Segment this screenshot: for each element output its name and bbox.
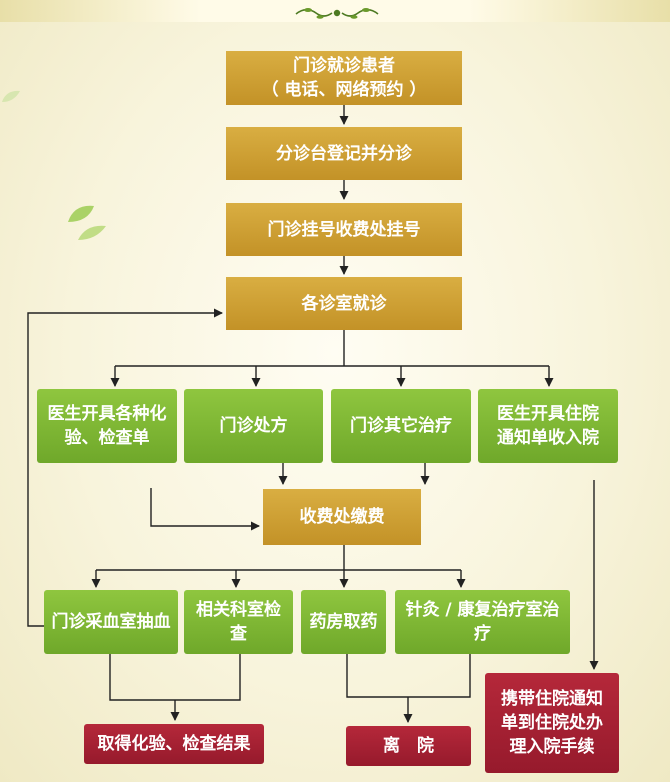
floral-ornament-icon <box>295 8 379 19</box>
appointment-method-label: （ 电话、网络预约 ） <box>261 80 427 100</box>
department-exam-label: 相关科室检查 <box>196 600 281 644</box>
lab-order-box: 医生开具各种化 验、检查单 <box>37 389 177 463</box>
decorative-leaf-icon <box>68 205 106 240</box>
pharmacy-label: 药房取药 <box>309 612 378 632</box>
triage-registration-box: 分诊台登记并分诊 <box>226 127 462 180</box>
admission-procedure-box: 携带住院通知 单到住院处办 理入院手续 <box>485 673 619 773</box>
consultation-room-label: 各诊室就诊 <box>301 293 387 314</box>
discharge-box: 离 院 <box>346 726 471 766</box>
triage-registration-label: 分诊台登记并分诊 <box>276 143 412 164</box>
prescription-box: 门诊处方 <box>184 389 323 463</box>
lab-results-box: 取得化验、检查结果 <box>84 724 264 764</box>
lab-order-label-line1: 医生开具各种化 <box>47 404 167 424</box>
admission-notice-box: 医生开具住院 通知单收入院 <box>478 389 618 463</box>
admission-procedure-label-line2: 单到住院处办 <box>501 713 603 733</box>
admission-procedure-label-line1: 携带住院通知 <box>501 689 603 709</box>
other-treatment-box: 门诊其它治疗 <box>331 389 471 463</box>
acupuncture-rehab-label: 针灸 / 康复治疗室治疗 <box>405 600 560 644</box>
outpatient-patient-label: 门诊就诊患者 <box>293 56 395 76</box>
pharmacy-box: 药房取药 <box>301 590 386 654</box>
outpatient-patient-box: 门诊就诊患者 （ 电话、网络预约 ） <box>226 51 462 105</box>
acupuncture-rehab-box: 针灸 / 康复治疗室治疗 <box>395 590 570 654</box>
decorative-leaf-icon <box>2 90 20 102</box>
admission-notice-label-line2: 通知单收入院 <box>497 428 599 448</box>
blood-draw-label: 门诊采血室抽血 <box>51 612 171 632</box>
admission-procedure-label-line3: 理入院手续 <box>509 737 595 757</box>
lab-order-label-line2: 验、检查单 <box>64 428 150 448</box>
consultation-room-box: 各诊室就诊 <box>226 277 462 330</box>
department-exam-box: 相关科室检查 <box>184 590 293 654</box>
lab-results-label: 取得化验、检查结果 <box>97 734 251 754</box>
admission-notice-label-line1: 医生开具住院 <box>497 404 599 424</box>
blood-draw-box: 门诊采血室抽血 <box>44 590 178 654</box>
other-treatment-label: 门诊其它治疗 <box>350 416 452 436</box>
registration-fee-label: 门诊挂号收费处挂号 <box>267 219 421 240</box>
payment-box: 收费处缴费 <box>263 489 421 545</box>
registration-fee-box: 门诊挂号收费处挂号 <box>226 203 462 256</box>
prescription-label: 门诊处方 <box>219 416 288 436</box>
payment-label: 收费处缴费 <box>299 507 385 527</box>
discharge-label: 离 院 <box>383 736 434 756</box>
